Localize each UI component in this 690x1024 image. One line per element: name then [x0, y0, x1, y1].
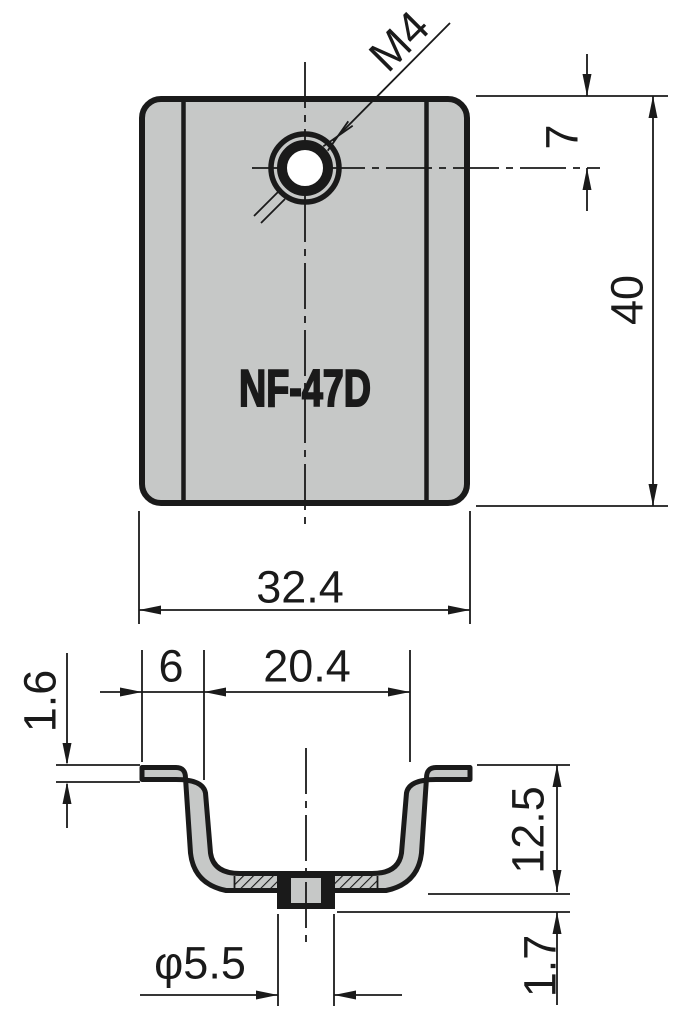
hatch-right: [335, 876, 378, 891]
arrowhead: [582, 74, 592, 96]
arrowhead: [388, 687, 410, 697]
leader-tick: [260, 198, 286, 224]
dim-flange-and-inner-width: 6 20.4: [100, 641, 411, 780]
arrowhead: [120, 687, 142, 697]
arrowhead: [648, 96, 658, 118]
dim-label: 7: [537, 124, 588, 149]
leader-tick: [253, 191, 279, 217]
arrowhead: [62, 743, 72, 765]
dim-label: 1.6: [15, 670, 66, 733]
arrowhead: [334, 990, 356, 1000]
arrowhead: [552, 870, 562, 892]
tapped-hole: [268, 131, 342, 205]
tapped-hole-minor-circle: [277, 140, 333, 196]
dim-label: 40: [602, 275, 653, 325]
top-view: M4 NF-47D 7 40 32.4: [138, 1, 668, 624]
dim-thickness: 1.6: [15, 653, 140, 828]
dim-boss-height: 1.7: [337, 911, 570, 1005]
section-view: 1.6 6 20.4 12.5 1.7: [15, 641, 570, 1006]
channel-section-outline: [139, 765, 473, 909]
dim-label: 32.4: [256, 562, 344, 613]
dim-width: 32.4: [138, 511, 471, 624]
thread-callout-label: M4: [359, 1, 439, 81]
dim-height: 40: [476, 96, 668, 507]
dim-boss-diameter: φ5.5: [140, 914, 402, 1006]
leader-line: [332, 22, 451, 142]
dim-label: 1.7: [515, 935, 566, 998]
dim-label: φ5.5: [154, 938, 246, 989]
part-number-label: NF-47D: [239, 360, 371, 418]
arrowhead: [204, 687, 226, 697]
dim-label-flange: 6: [158, 641, 183, 692]
arrowhead: [256, 990, 278, 1000]
arrowhead: [552, 765, 562, 787]
arrowhead: [139, 605, 161, 615]
dim-label: 12.5: [503, 786, 554, 874]
hatch-left: [234, 876, 277, 891]
arrowhead: [448, 605, 470, 615]
arrowhead: [648, 484, 658, 506]
arrowhead: [582, 168, 592, 190]
arrowhead: [552, 912, 562, 934]
dim-hole-to-edge: 7: [476, 54, 668, 211]
leader-tick: [326, 120, 350, 152]
arrowhead: [62, 782, 72, 804]
dim-depth: 12.5: [428, 764, 570, 895]
tapped-hole-major-circle: [268, 131, 342, 205]
dim-label-inner-width: 20.4: [263, 641, 351, 692]
